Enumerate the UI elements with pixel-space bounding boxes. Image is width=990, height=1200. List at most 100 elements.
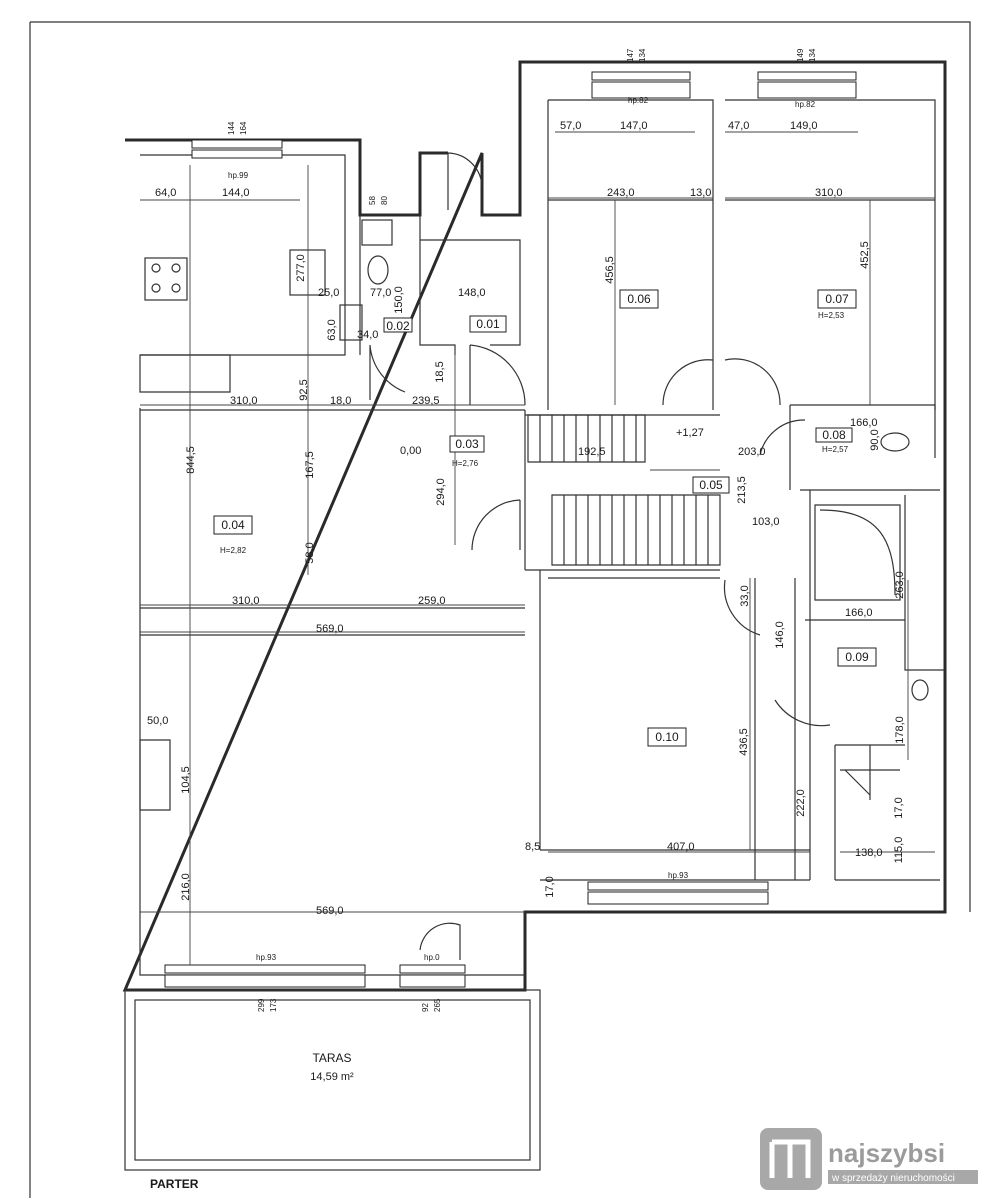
window-label: 80: [380, 196, 389, 205]
room-labels: 0.01 0.02 0.03 H=2,76 0,00 0.04 H=2,82 0…: [213, 289, 877, 747]
dim: 569,0: [316, 905, 344, 917]
window-label: 92: [421, 1003, 430, 1012]
dim: 452,5: [859, 241, 871, 269]
dim: 148,0: [458, 287, 486, 299]
window-label: hp.0: [424, 953, 440, 962]
room-0-07-height: H=2,53: [818, 311, 845, 320]
room-0-05: 0.05: [699, 478, 723, 492]
dim: 90,0: [869, 429, 881, 450]
dim: 216,0: [180, 873, 192, 901]
dim: 569,0: [316, 623, 344, 635]
window-label: 147: [626, 48, 635, 62]
dim: 17,0: [544, 876, 556, 897]
dim: 47,0: [728, 120, 749, 132]
room-0-10: 0.10: [655, 730, 679, 744]
room-0-08-height: H=2,57: [822, 445, 849, 454]
dim: 77,0: [370, 287, 391, 299]
dim: 203,0: [738, 446, 766, 458]
room-0-04: 0.04: [221, 518, 245, 532]
dim: 25,0: [318, 287, 339, 299]
dim: 844,5: [185, 446, 197, 474]
dim: 58,0: [304, 542, 316, 563]
dim: 239,5: [412, 395, 440, 407]
window-label: 265: [433, 998, 442, 1012]
dimension-texts: 64,0 144,0 57,0 147,0 47,0 149,0 243,0 1…: [147, 120, 906, 917]
dim: 294,0: [435, 478, 447, 506]
dim: 456,5: [604, 256, 616, 284]
door-swings: [369, 152, 831, 960]
staircase: [527, 414, 721, 566]
dim: 13,0: [690, 187, 711, 199]
dim: 167,5: [304, 451, 316, 479]
dim: 18,5: [434, 361, 446, 382]
window-label: 299: [257, 998, 266, 1012]
watermark-brand: najszybsi: [828, 1138, 945, 1168]
dim: 34,0: [357, 329, 378, 341]
dim: 310,0: [232, 595, 260, 607]
fixtures: [139, 219, 929, 811]
terrace-area: 14,59 m²: [310, 1071, 354, 1083]
dim: 192,5: [578, 446, 606, 458]
watermark-tagline: w sprzedaży nieruchomości: [831, 1173, 955, 1184]
dim: 166,0: [845, 607, 873, 619]
dim: 63,0: [326, 319, 338, 340]
room-0-08: 0.08: [822, 428, 846, 442]
dim: 243,0: [607, 187, 635, 199]
room-0-01: 0.01: [476, 317, 500, 331]
dim: 277,0: [295, 254, 307, 282]
exterior-walls: [122, 60, 947, 992]
dim: 8,5: [525, 841, 540, 853]
room-0-03-height: H=2,76: [452, 459, 479, 468]
dim: 150,0: [393, 286, 405, 314]
room-0-03: 0.03: [455, 437, 479, 451]
window-label: 58: [368, 196, 377, 205]
dim: 436,5: [738, 728, 750, 756]
window-label: 149: [796, 48, 805, 62]
dim: 310,0: [815, 187, 843, 199]
floor-label: PARTER: [150, 1177, 199, 1191]
stair-level: +1,27: [676, 427, 704, 439]
dim: 147,0: [620, 120, 648, 132]
dim: 144,0: [222, 187, 250, 199]
dim: 310,0: [230, 395, 258, 407]
terrace-name: TARAS: [312, 1051, 351, 1065]
window-label: hp.93: [256, 953, 277, 962]
window-label: 173: [269, 998, 278, 1012]
dim: 259,0: [418, 595, 446, 607]
dim: 213,5: [736, 476, 748, 504]
window-label: 144: [227, 121, 236, 135]
dim: 64,0: [155, 187, 176, 199]
dim: 178,0: [894, 716, 906, 744]
dim: 57,0: [560, 120, 581, 132]
room-0-09: 0.09: [845, 650, 869, 664]
room-0-03-level: 0,00: [400, 445, 421, 457]
dim: 146,0: [774, 621, 786, 649]
window-labels: 144 164 hp.99 58 80 147 134 hp.82 149 13…: [227, 48, 817, 1012]
window-label: 164: [239, 121, 248, 135]
dim: 17,0: [893, 797, 905, 818]
dim: 115,0: [893, 837, 905, 864]
window-label: 134: [808, 48, 817, 62]
windows: [164, 71, 857, 988]
dimension-lines: [140, 131, 935, 965]
window-label: hp.82: [628, 96, 649, 105]
window-label: 134: [638, 48, 647, 62]
room-0-06: 0.06: [627, 292, 651, 306]
terrace: [124, 989, 541, 1171]
dim: 18,0: [330, 395, 351, 407]
window-label: hp.99: [228, 171, 249, 180]
dim: 138,0: [855, 847, 883, 859]
dim: 50,0: [147, 715, 168, 727]
dim: 92,5: [298, 379, 310, 400]
room-0-07: 0.07: [825, 292, 849, 306]
dim: 149,0: [790, 120, 818, 132]
dim: 263,0: [894, 571, 906, 599]
dim: 166,0: [850, 417, 878, 429]
dim: 222,0: [795, 789, 807, 817]
room-0-04-height: H=2,82: [220, 546, 247, 555]
window-label: hp.93: [668, 871, 689, 880]
window-label: hp.82: [795, 100, 816, 109]
dim: 103,0: [752, 516, 780, 528]
watermark-logo: najszybsi w sprzedaży nieruchomości: [760, 1128, 978, 1190]
